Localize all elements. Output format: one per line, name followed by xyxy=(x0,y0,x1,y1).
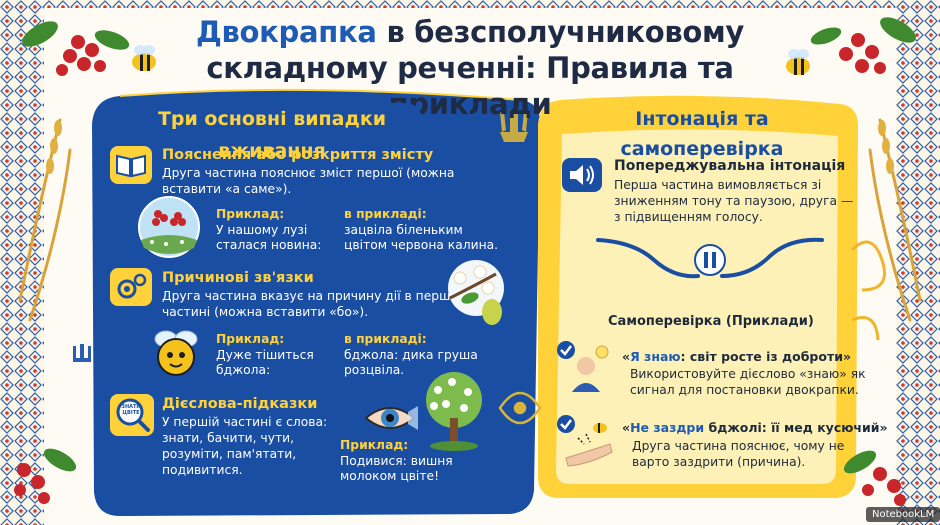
case1-in-example-line2: цвітом червона калина. xyxy=(344,238,499,252)
intonation-line3: з підвищенням голосу. xyxy=(614,210,763,224)
case1-text-line2: вставити «а саме»). xyxy=(162,182,292,196)
check2-quote: «Не заздри бджолі: її мед кусючий» xyxy=(622,420,888,435)
check1-line2: сигнал для постановки двокрапки. xyxy=(630,383,859,397)
title-line1-rest: в безсполучниковому xyxy=(376,15,745,49)
pear-blossom-illustration xyxy=(448,260,504,325)
case3-text-line4: подивитися. xyxy=(162,463,243,477)
cherry-tree-illustration xyxy=(426,372,482,451)
notebooklm-watermark: NotebookLM xyxy=(866,507,940,522)
hand-with-bee-illustration xyxy=(557,415,613,467)
intonation-line2: зниженням тону та паузою, друга — xyxy=(614,194,854,208)
case3-example-label: Приклад: xyxy=(340,438,409,452)
speaker-icon xyxy=(562,158,602,192)
check2-line2: варто заздрити (причина). xyxy=(632,455,806,469)
case3-example-line2: молоком цвіте! xyxy=(340,469,440,483)
case3-text-line2: знати, бачити, чути, xyxy=(162,431,295,445)
check2-line1: Друга частина пояснює, чому не xyxy=(632,439,845,453)
left-heading: Три основні випадки вживання xyxy=(122,103,422,162)
gears-icon xyxy=(110,268,152,306)
case3-example-line1: Подивися: вишня xyxy=(340,454,453,468)
case2-in-example-line2: розцвіла. xyxy=(344,363,405,377)
viburnum-meadow-illustration xyxy=(138,196,200,258)
case2-text-line2: частині (можна вставити «бо»). xyxy=(162,305,369,319)
title-line2: складному реченні: Правила та приклади xyxy=(206,51,734,121)
case2-example-line2: бджола: xyxy=(216,363,271,377)
case3-text-line1: У першій частині є слова: xyxy=(162,415,328,429)
eye-illustration xyxy=(364,406,418,430)
bee-illustration xyxy=(154,330,198,376)
check1-quote: «Я знаю: світ росте із доброти» xyxy=(622,349,852,364)
case2-in-example-line1: бджола: дика груша xyxy=(344,348,478,362)
case1-example-label: Приклад: xyxy=(216,207,285,221)
magnifier-caption: ЗНАТИ ЦВІТЕ xyxy=(121,404,141,416)
case1-example-line2: сталася новина: xyxy=(216,238,322,252)
book-icon xyxy=(110,146,152,184)
case2-text-line1: Друга частина вказує на причину дії в пе… xyxy=(162,289,462,303)
case1-example-line1: У нашому лузі xyxy=(216,223,308,237)
case1-in-example-line1: зацвіла біленьким xyxy=(344,223,463,237)
right-heading: Інтонація та самоперевірка xyxy=(620,108,784,160)
case1-title: Пояснення або розкриття змісту xyxy=(162,147,434,163)
check1-line1: Використовуйте дієслово «знаю» як xyxy=(630,367,866,381)
case3-text-line3: розуміти, пам'ятати, xyxy=(162,447,297,461)
case2-title: Причинові зв'язки xyxy=(162,270,314,286)
page-title: Двокрапка в безсполучниковому складному … xyxy=(150,14,790,122)
intonation-curve xyxy=(596,237,824,279)
magnifier-icon xyxy=(110,394,154,436)
self-check-title: Самоперевірка (Приклади) xyxy=(608,314,814,329)
intonation-title: Попереджувальна інтонація xyxy=(614,158,846,174)
case3-title: Дієслова-підказки xyxy=(162,396,318,412)
case2-example-label: Приклад: xyxy=(216,332,285,346)
case1-in-example-label: в прикладі: xyxy=(344,207,427,221)
case2-example-line1: Дуже тішиться xyxy=(216,348,314,362)
intonation-line1: Перша частина вимовляється зі xyxy=(614,178,822,192)
title-accent: Двокрапка xyxy=(195,15,377,49)
thinking-person-illustration xyxy=(557,341,609,392)
case1-text-line1: Друга частина пояснює зміст першої (можн… xyxy=(162,166,455,180)
case2-in-example-label: в прикладі: xyxy=(344,332,427,346)
